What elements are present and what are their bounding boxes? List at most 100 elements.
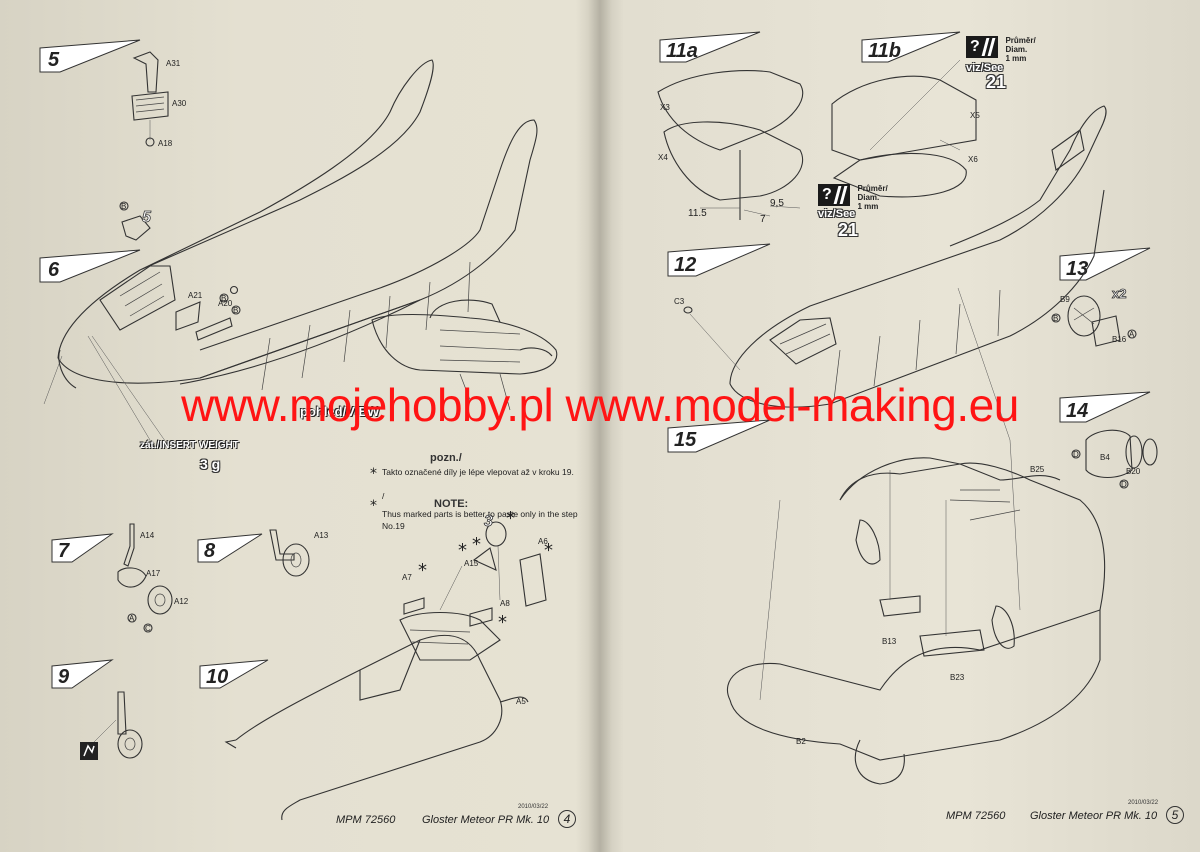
kit-number-left: MPM 72560 [336,814,396,826]
part-a31-a30-bracket [131,51,169,147]
glue-a: A [129,614,135,623]
svg-text:*: * [370,498,377,514]
insert-weight-label: zát./INSERT WEIGHT [140,440,239,451]
drill-diameter-label: Průměr/ [857,184,888,193]
label-a7: A7 [402,573,412,582]
label-a15: A15 [464,559,479,568]
step-number: 12 [674,254,696,276]
glue-c: C [145,624,151,633]
label-b13: B13 [882,637,897,646]
wing-11a-drawing [657,70,804,220]
watermark-urls: www.mojehobby.pl www.model-making.eu [181,379,1019,431]
label-b25: B25 [1030,465,1045,474]
step-number: 11a [666,40,698,62]
label-a13: A13 [314,531,329,540]
ref-step-3: 3 [484,513,493,530]
label-a6: A6 [538,537,548,546]
dimension-9-5: 9,5 [770,198,784,209]
step-flag-7: 7 [51,533,114,563]
label-a18: A18 [158,139,173,148]
label-x6: X6 [968,155,978,164]
label-a5: A5 [516,697,526,706]
step-flag-14: 14 [1059,391,1151,423]
label-x5: X5 [970,111,980,120]
quantity-x2: x2 [1112,286,1126,301]
gear-leg-drawing [80,691,143,760]
drill-diam-label: Diam. [857,193,880,202]
step-flag-15: 15 [667,419,771,453]
nose-gear-drawing [117,523,173,633]
label-a20: A20 [218,299,233,308]
label-b16: B16 [1112,335,1127,344]
page-number-left: 4 [558,810,576,828]
step-number: 8 [204,540,216,562]
label-b20: B20 [1126,467,1141,476]
step-flag-10: 10 [199,659,269,689]
label-b9: B9 [1060,295,1070,304]
svg-text:*: * [544,540,553,561]
print-date-right: 2010/03/22 [1128,800,1159,806]
glue-a: A [1129,330,1135,339]
page-gutter [588,0,612,852]
see-step-21-top: 21 [986,72,1007,92]
drill-size: 1 mm [857,202,879,211]
wing-11b-drawing [831,59,977,198]
step-number: 14 [1066,400,1088,422]
drill-marker-bottom: ? Průměr/ Diam. 1 mm [818,184,888,211]
svg-text:*: * [506,508,515,529]
step-number: 11b [868,40,901,62]
label-x3: X3 [660,103,670,112]
label-c3: C3 [674,297,685,306]
label-b4: B4 [1100,453,1110,462]
page-number-right: 5 [1166,806,1184,824]
step-number: 6 [48,259,60,281]
step-flag-6: 6 [39,249,141,283]
step-flag-12: 12 [667,243,771,277]
part-labels: A31 A30 A18 A21 A20 A14 A17 A12 A13 A7 A… [140,59,1141,746]
insert-weight-value: 3 g [200,456,221,472]
note-text-cz: Takto označené díly je lépe vlepovat až … [382,467,574,477]
glue-markers: B B B C A B A D D [121,202,1135,633]
kit-title-left: Gloster Meteor PR Mk. 10 [422,814,550,826]
see-label-bottom: viz/See [818,208,856,220]
note-separator: / [382,491,385,501]
glue-d: D [1121,480,1127,489]
dimension-7: 7 [760,214,766,225]
drill-icon: ? [966,36,998,58]
note-heading-cz: pozn./ [430,452,462,464]
svg-text:*: * [498,612,507,633]
label-b23: B23 [950,673,965,682]
svg-text:*: * [370,466,377,482]
step-number: 10 [206,666,228,688]
drill-size: 1 mm [1005,54,1027,63]
drill-marker-top: ? Průměr/ Diam. 1 mm [966,36,1036,63]
dimension-11-5: 11.5 [688,208,707,219]
kit-number-right: MPM 72560 [946,810,1006,822]
label-a31: A31 [166,59,181,68]
glue-b: B [221,294,226,303]
label-a17: A17 [146,569,161,578]
step-flag-5: 5 [39,39,141,73]
label-a30: A30 [172,99,187,108]
asterisk-markers: * * * * * * * * [370,466,553,633]
intake-parts-drawing [1051,295,1158,489]
label-b2: B2 [796,737,806,746]
print-date-left: 2010/03/22 [518,804,549,810]
glue-b: B [1053,314,1058,323]
step-flag-8: 8 [197,533,263,563]
label-a21: A21 [188,291,203,300]
engine-nacelle-left-drawing [224,521,547,821]
step-flag-9: 9 [51,659,114,689]
glue-d: D [1073,450,1079,459]
label-a14: A14 [140,531,155,540]
label-x4: X4 [658,153,668,162]
drill-diameter-label: Průměr/ [1005,36,1036,45]
svg-text:*: * [458,540,467,561]
fuselage-left-drawing [43,59,538,449]
wing-assembly-drawing [726,439,1106,785]
drill-diam-label: Diam. [1005,45,1028,54]
label-a12: A12 [174,597,189,606]
svg-text:*: * [418,560,427,581]
